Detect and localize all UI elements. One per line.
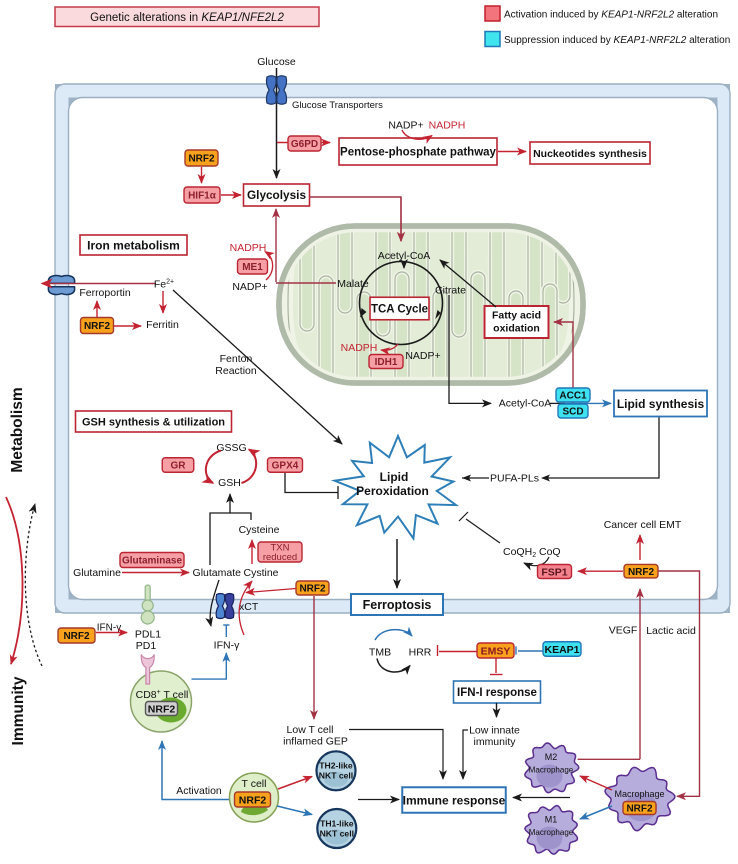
- svg-text:ME1: ME1: [242, 262, 263, 273]
- svg-text:CoQH2 CoQ: CoQH2 CoQ: [503, 546, 561, 559]
- svg-text:HRR: HRR: [409, 647, 432, 659]
- svg-text:immunity: immunity: [473, 736, 516, 748]
- svg-text:GSH: GSH: [218, 477, 241, 489]
- svg-text:IFN-γ: IFN-γ: [97, 623, 121, 634]
- svg-text:Pentose-phosphate pathway: Pentose-phosphate pathway: [340, 147, 497, 159]
- svg-text:ACC1: ACC1: [559, 391, 587, 402]
- svg-text:inflamed GEP: inflamed GEP: [283, 736, 348, 748]
- svg-text:Ferroptosis: Ferroptosis: [363, 598, 432, 612]
- svg-text:Macrophage: Macrophage: [529, 766, 574, 775]
- svg-text:Activation: Activation: [176, 785, 222, 797]
- svg-text:NADPH: NADPH: [429, 120, 466, 132]
- svg-text:Cancer cell EMT: Cancer cell EMT: [604, 519, 682, 531]
- svg-text:Nuckeotides synthesis: Nuckeotides synthesis: [533, 148, 647, 160]
- svg-text:NKT cell: NKT cell: [320, 828, 354, 838]
- svg-text:SCD: SCD: [562, 407, 583, 418]
- svg-text:Immunity: Immunity: [10, 676, 27, 745]
- svg-text:IDH1: IDH1: [375, 357, 398, 368]
- svg-text:EMSY: EMSY: [481, 645, 511, 657]
- svg-text:NKT cell: NKT cell: [319, 771, 353, 781]
- svg-text:TH2-like: TH2-like: [319, 761, 353, 771]
- svg-text:Lipid synthesis: Lipid synthesis: [617, 397, 705, 411]
- svg-text:IFN-γ: IFN-γ: [214, 640, 240, 652]
- svg-text:NRF2: NRF2: [239, 794, 267, 806]
- svg-text:M2: M2: [545, 752, 558, 762]
- svg-text:HIF1α: HIF1α: [188, 191, 217, 202]
- svg-text:GSSG: GSSG: [216, 442, 246, 454]
- svg-text:NRF2: NRF2: [63, 631, 90, 642]
- svg-text:Immune response: Immune response: [403, 793, 506, 807]
- svg-text:TXN: TXN: [271, 543, 290, 554]
- svg-text:Low T cell: Low T cell: [287, 724, 334, 736]
- svg-text:Macrophage: Macrophage: [614, 789, 664, 799]
- svg-text:GSH synthesis & utilization: GSH synthesis & utilization: [82, 416, 225, 428]
- svg-text:TCA Cycle: TCA Cycle: [371, 304, 428, 316]
- svg-text:NRF2: NRF2: [299, 584, 326, 595]
- svg-text:Ferroportin: Ferroportin: [79, 287, 131, 299]
- svg-text:Ferritin: Ferritin: [146, 319, 179, 331]
- svg-text:VEGF: VEGF: [609, 625, 638, 637]
- svg-text:NADP+: NADP+: [232, 281, 267, 293]
- svg-text:KEAP1: KEAP1: [544, 644, 579, 656]
- svg-text:Glutamine: Glutamine: [73, 567, 121, 579]
- svg-text:PD1: PD1: [136, 640, 157, 652]
- svg-text:NRF2: NRF2: [84, 321, 111, 332]
- svg-text:NRF2: NRF2: [626, 804, 653, 815]
- svg-text:Fatty acid: Fatty acid: [492, 310, 541, 322]
- svg-text:Metabolism: Metabolism: [9, 387, 26, 472]
- svg-text:Citrate: Citrate: [435, 285, 466, 297]
- svg-text:Cystine: Cystine: [244, 567, 279, 579]
- svg-text:T cell: T cell: [242, 778, 267, 790]
- svg-text:NRF2: NRF2: [628, 567, 655, 578]
- svg-text:PUFA-PLs: PUFA-PLs: [490, 473, 539, 485]
- svg-text:Glucose Transporters: Glucose Transporters: [292, 100, 383, 111]
- svg-text:Lipid: Lipid: [380, 470, 409, 484]
- svg-text:oxidation: oxidation: [493, 323, 540, 335]
- svg-text:Acetyl-CoA: Acetyl-CoA: [499, 398, 552, 410]
- svg-text:M1: M1: [545, 815, 558, 825]
- svg-text:NRF2: NRF2: [148, 703, 176, 715]
- svg-text:Glutamate: Glutamate: [193, 567, 242, 579]
- svg-text:Peroxidation: Peroxidation: [356, 484, 429, 498]
- svg-text:Glutaminase: Glutaminase: [122, 556, 182, 567]
- svg-text:Macrophage: Macrophage: [529, 828, 574, 837]
- svg-text:Glycolysis: Glycolysis: [247, 188, 306, 202]
- svg-text:Low innate: Low innate: [469, 725, 520, 737]
- svg-text:Acetyl-CoA: Acetyl-CoA: [378, 250, 431, 262]
- svg-text:TH1-like: TH1-like: [320, 818, 354, 828]
- svg-text:Cysteine: Cysteine: [239, 524, 280, 536]
- svg-text:GPX4: GPX4: [272, 461, 299, 472]
- svg-text:Fenton: Fenton: [220, 353, 253, 365]
- svg-text:Suppression induced by KEAP1-N: Suppression induced by KEAP1-NRF2L2 alte…: [504, 35, 730, 46]
- svg-text:xCT: xCT: [239, 601, 259, 613]
- svg-text:Glucose: Glucose: [257, 56, 296, 68]
- svg-text:G6PD: G6PD: [291, 139, 318, 150]
- svg-text:Activation induced by KEAP1-NR: Activation induced by KEAP1-NRF2L2 alter…: [504, 10, 718, 21]
- svg-text:Genetic alterations in KEAP1/N: Genetic alterations in KEAP1/NFE2L2: [90, 12, 284, 24]
- svg-text:NADPH: NADPH: [341, 342, 378, 354]
- svg-text:FSP1: FSP1: [541, 566, 567, 578]
- svg-text:IFN-I response: IFN-I response: [457, 687, 537, 699]
- svg-text:Iron metabolism: Iron metabolism: [87, 238, 180, 252]
- svg-text:NADP+: NADP+: [388, 120, 423, 132]
- svg-text:Malate: Malate: [337, 278, 369, 290]
- svg-text:NRF2: NRF2: [188, 154, 215, 165]
- svg-text:Lactic acid: Lactic acid: [646, 625, 696, 637]
- svg-text:NADPH: NADPH: [230, 242, 267, 254]
- svg-text:Reaction: Reaction: [215, 365, 257, 377]
- svg-text:reduced: reduced: [263, 552, 297, 563]
- svg-text:NADP+: NADP+: [405, 350, 440, 362]
- svg-text:CD8+ T cell: CD8+ T cell: [136, 689, 189, 701]
- svg-text:PDL1: PDL1: [135, 629, 161, 641]
- svg-text:GR: GR: [171, 461, 187, 472]
- svg-text:TMB: TMB: [369, 647, 391, 659]
